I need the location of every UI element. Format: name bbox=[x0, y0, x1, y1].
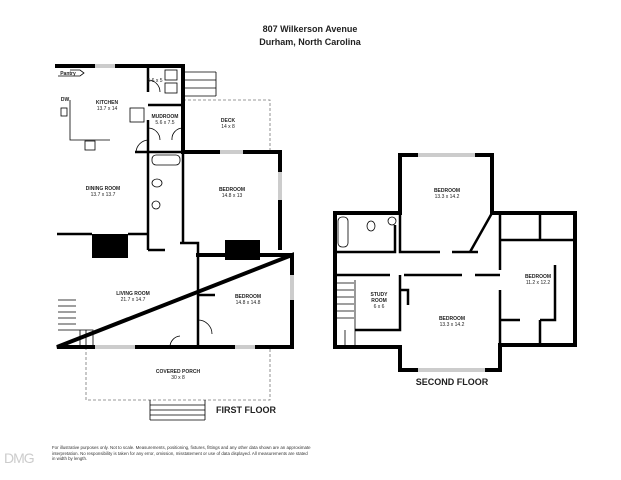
bath-sink-icon bbox=[387, 216, 397, 226]
first-floor-label: FIRST FLOOR bbox=[216, 405, 276, 415]
bath-sink-icon bbox=[151, 200, 161, 210]
room-dims-deck: 14 x 8 bbox=[221, 124, 235, 130]
bathtub-icon bbox=[151, 154, 181, 166]
logo: DMG bbox=[4, 450, 35, 466]
room-label-bedroom: BEDROOM bbox=[439, 316, 465, 322]
room-label-mudroom: MUDROOM bbox=[152, 114, 179, 120]
room-label-porch: COVERED PORCH bbox=[156, 369, 201, 375]
room-dims-bedroom: 14.8 x 13 bbox=[222, 193, 243, 199]
room-dims-bedroom: 13.3 x 14.2 bbox=[440, 322, 465, 328]
room-dims-bedroom: 13.3 x 14.2 bbox=[435, 194, 460, 200]
room-label-bedroom: BEDROOM bbox=[219, 187, 245, 193]
room-dims-porch: 30 x 8 bbox=[171, 375, 185, 381]
second-floor-plan: BEDROOM 13.3 x 14.2 BEDROOM 11.2 x 12.2 … bbox=[333, 153, 577, 387]
second-floor-stairs bbox=[335, 280, 356, 345]
porch-steps bbox=[149, 400, 206, 421]
room-label-bedroom: BEDROOM bbox=[235, 294, 261, 300]
toilet-icon bbox=[366, 220, 376, 232]
washer-icon bbox=[164, 69, 178, 81]
disclaimer: For illustrative purposes only. Not to s… bbox=[52, 445, 311, 461]
room-dims-bedroom: 14.8 x 14.8 bbox=[236, 300, 261, 306]
first-floor-stairs bbox=[58, 299, 94, 345]
room-label-kitchen: KITCHEN bbox=[96, 100, 119, 106]
room-dims-bedroom: 11.2 x 12.2 bbox=[526, 280, 551, 286]
room-dims-closet: 5.6 x 5 bbox=[147, 78, 162, 84]
deck-steps bbox=[185, 71, 217, 97]
deck-outline bbox=[183, 99, 271, 152]
room-label-bedroom: BEDROOM bbox=[525, 274, 551, 280]
room-dims-kitchen: 13.7 x 14 bbox=[97, 106, 118, 112]
room-dims-study: 6 x 6 bbox=[374, 304, 385, 310]
room-dims-dining: 13.7 x 13.7 bbox=[91, 192, 116, 198]
toilet-icon bbox=[151, 178, 163, 188]
dryer-icon bbox=[164, 82, 178, 94]
first-floor-plan: Pantry DW KITCHEN 13.7 x 14 5.6 x 5 MUDR… bbox=[55, 64, 294, 421]
room-label-study: STUDY bbox=[371, 292, 389, 298]
room-label-bedroom: BEDROOM bbox=[434, 188, 460, 194]
room-label-study-2: ROOM bbox=[371, 298, 387, 304]
fireplace bbox=[92, 234, 128, 258]
island-counter bbox=[129, 107, 145, 123]
room-dims-living: 21.7 x 14.7 bbox=[121, 297, 146, 303]
city-subtitle: Durham, North Carolina bbox=[259, 37, 362, 47]
bathtub-icon bbox=[337, 216, 349, 248]
second-floor-label: SECOND FLOOR bbox=[416, 377, 489, 387]
room-label-deck: DECK bbox=[221, 118, 236, 124]
fireplace bbox=[225, 240, 260, 260]
room-label-pantry: Pantry bbox=[60, 71, 76, 77]
stove-icon bbox=[84, 140, 96, 151]
room-dims-mudroom: 5.6 x 7.5 bbox=[155, 120, 174, 126]
address-title: 807 Wilkerson Avenue bbox=[263, 24, 358, 34]
room-label-living: LIVING ROOM bbox=[116, 291, 150, 297]
room-label-dining: DINING ROOM bbox=[86, 186, 120, 192]
room-label-dw: DW bbox=[61, 97, 70, 103]
sink-icon bbox=[60, 107, 68, 117]
porch-outline bbox=[85, 347, 271, 401]
